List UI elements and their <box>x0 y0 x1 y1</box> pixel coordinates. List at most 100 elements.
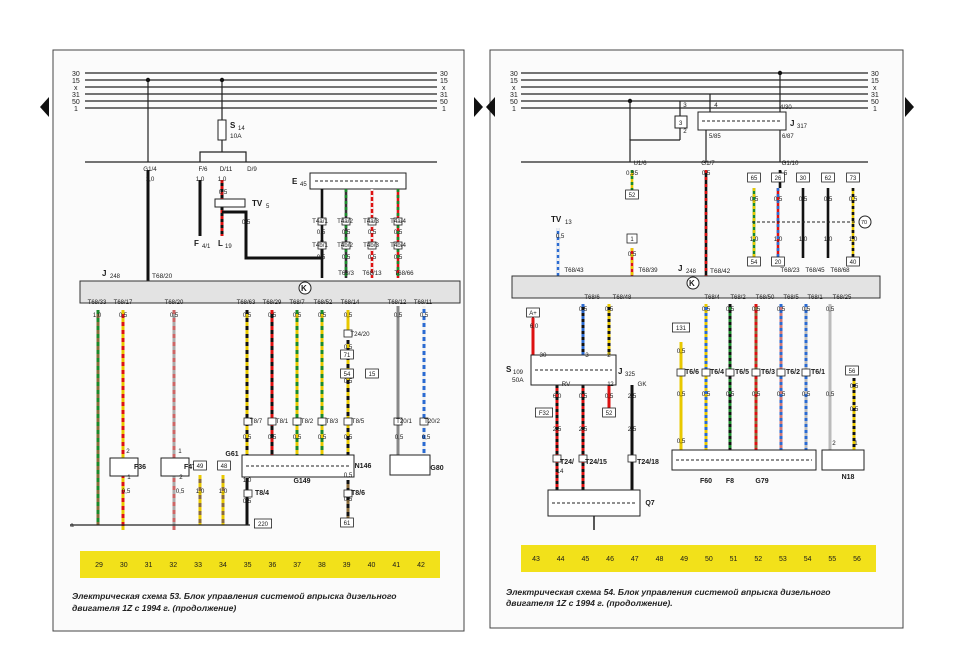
pin-label: T68/48 <box>613 295 632 301</box>
component-label: G61 <box>225 451 238 458</box>
column-number: 49 <box>680 556 688 563</box>
svg-text:4/30: 4/30 <box>780 105 792 111</box>
svg-text:15: 15 <box>440 78 448 85</box>
wire-label: 14 <box>557 468 564 475</box>
reference-box <box>821 172 835 183</box>
wire-label: 0,5 <box>774 196 783 203</box>
wire-label: T68/13 <box>362 270 382 277</box>
svg-text:50: 50 <box>440 99 448 106</box>
svg-text:14: 14 <box>238 126 245 132</box>
component-label: F47 <box>184 464 196 471</box>
wire-label: 0,5 <box>344 344 353 351</box>
wire-label: T68/66 <box>394 270 414 277</box>
pin-label: 0,5 <box>752 307 761 313</box>
component-label: T24/ <box>560 459 574 466</box>
reference-box <box>771 172 785 183</box>
svg-text:1: 1 <box>873 106 877 113</box>
wire-label: T68/45 <box>805 267 825 274</box>
reference-box <box>217 460 231 471</box>
wire-label: G1/4 <box>143 166 157 173</box>
svg-text:248: 248 <box>686 269 697 275</box>
column-number: 47 <box>631 556 639 563</box>
wire-label: 1 <box>178 448 182 455</box>
wire-label: T68/3 <box>338 270 354 277</box>
wire-label: 0,5 <box>344 378 353 385</box>
svg-text:x: x <box>512 85 516 92</box>
tv5-label: TV <box>252 199 263 208</box>
wire-label: T8/3 <box>326 418 339 425</box>
wire-label: 0,5 <box>395 434 404 441</box>
relay-3 <box>674 115 688 129</box>
wire-label: 0,5 <box>422 434 431 441</box>
column-number: 56 <box>853 556 861 563</box>
wire-label: 1,0 <box>774 236 783 243</box>
wire-label: 1,0 <box>243 477 252 484</box>
wire-label: 2 <box>179 474 183 481</box>
svg-text:T68/42: T68/42 <box>710 268 731 275</box>
wire-label: F/6 <box>199 166 208 173</box>
right-caption-line2: двигателя 1Z с 1994 г. (продолжение). <box>506 598 673 608</box>
column-number: 33 <box>194 562 202 569</box>
reference-label: 61 <box>344 521 351 527</box>
n18-valve <box>821 449 865 471</box>
svg-text:K: K <box>301 284 307 293</box>
svg-text:10A: 10A <box>230 133 242 140</box>
reference-label: 131 <box>676 326 687 332</box>
pin-label: 0,5 <box>605 307 614 313</box>
reference-box <box>771 256 785 267</box>
right-bus-labels-end: 30 15 x 31 50 1 <box>871 71 879 113</box>
column-number: 51 <box>730 556 738 563</box>
wire-label: T8/2 <box>301 418 314 425</box>
reference-label: 30 <box>800 176 807 182</box>
svg-text:4/1: 4/1 <box>202 244 211 250</box>
wire-label: 0,5 <box>677 391 686 398</box>
pin-label: T68/2 <box>730 295 746 301</box>
svg-text:K: K <box>689 279 695 288</box>
reference-box <box>845 365 859 376</box>
wire-label: 0,5 <box>342 254 351 261</box>
wire-label: 0,5 <box>394 229 403 236</box>
pin-label: 0,5 <box>726 307 735 313</box>
wire-label: 0,5 <box>850 406 859 413</box>
wire-label: 1,0 <box>849 236 858 243</box>
wire-label: T68/43 <box>564 267 584 274</box>
wire-label: 0,5 <box>556 233 565 240</box>
wire-label: 1,0 <box>146 176 155 183</box>
column-number: 42 <box>417 562 425 569</box>
wire-label: 2,5 <box>628 393 637 400</box>
component-label: F8 <box>726 478 734 485</box>
right-column-strip <box>521 545 876 572</box>
svg-text:31: 31 <box>72 92 80 99</box>
wire-label: 1 <box>854 440 858 447</box>
fuse-s14 <box>217 119 227 141</box>
left-caption-line1: Электрическая схема 53. Блок управления … <box>72 591 397 601</box>
reference-label: F32 <box>539 411 550 417</box>
wire-label: 0,5 <box>242 219 251 226</box>
wire-label: 0,5 <box>824 196 833 203</box>
wire-label: 0,5 <box>342 229 351 236</box>
column-number: 50 <box>705 556 713 563</box>
svg-text:317: 317 <box>797 124 808 130</box>
wire-label: T68/68 <box>830 267 850 274</box>
svg-text:5: 5 <box>266 204 270 210</box>
wire-label: U1/6 <box>633 160 647 167</box>
component-label: N146 <box>355 463 372 470</box>
svg-text:1: 1 <box>442 106 446 113</box>
pin-label: 0,5 <box>579 307 588 313</box>
pin-label: 0,5 <box>243 313 252 319</box>
wire-label: 0,5 <box>802 391 811 398</box>
component-label: T6/1 <box>811 369 825 376</box>
ground-circle-icon <box>298 281 312 295</box>
reference-label: 62 <box>825 176 832 182</box>
pin-label: T68/1 <box>807 295 823 301</box>
column-number: 44 <box>557 556 565 563</box>
wire-label: 0,5 <box>293 434 302 441</box>
reference-box <box>846 256 860 267</box>
pin-label: T68/6 <box>584 295 600 301</box>
pin-label: 0,5 <box>394 313 403 319</box>
pin-label: T68/52 <box>314 300 333 306</box>
svg-text:1: 1 <box>74 106 78 113</box>
